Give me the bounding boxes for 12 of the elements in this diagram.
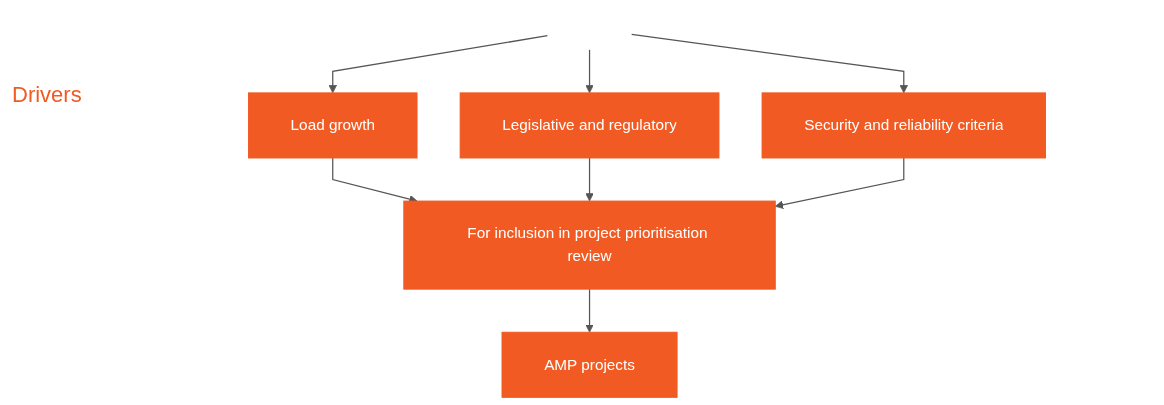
node-box: AMP projects bbox=[501, 331, 678, 398]
node-box: Security and reliability criteria bbox=[761, 92, 1046, 159]
node-box: Legislative and regulatory bbox=[459, 92, 720, 159]
arrow bbox=[585, 157, 594, 202]
arrow bbox=[585, 49, 594, 94]
side-label: Drivers bbox=[12, 82, 82, 108]
arrow bbox=[328, 35, 549, 94]
arrow bbox=[774, 157, 905, 209]
arrow bbox=[585, 288, 594, 333]
node-box: For inclusion in project prioritisation review bbox=[403, 200, 776, 290]
arrow bbox=[631, 33, 908, 94]
node-box: Load growth bbox=[248, 92, 418, 159]
